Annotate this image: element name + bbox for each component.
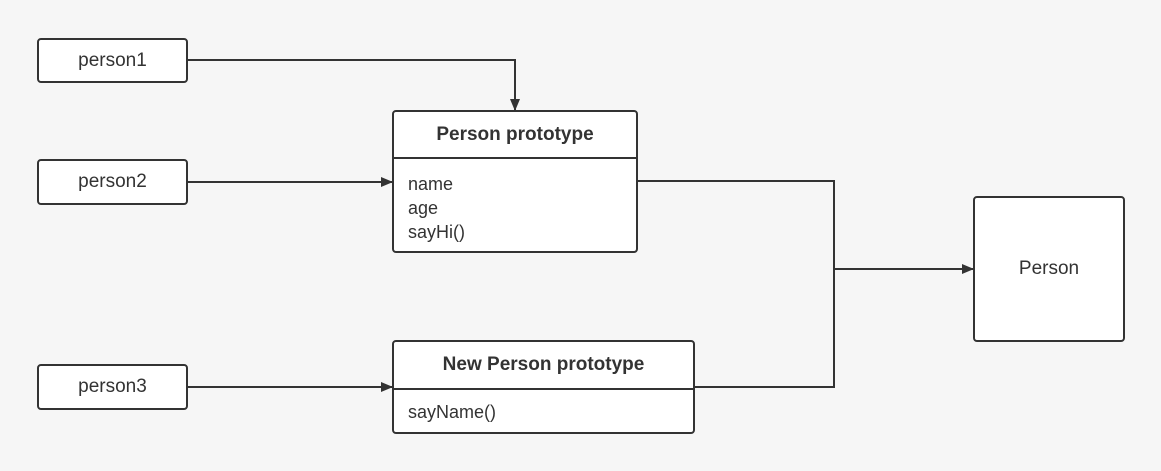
person-node[interactable]: Person (973, 196, 1125, 342)
member-sayname: sayName() (408, 402, 497, 422)
member-age: age (408, 198, 439, 218)
person-prototype-members: name age sayHi() (394, 159, 636, 244)
new-person-prototype-members: sayName() (394, 390, 693, 424)
person1-label: person1 (78, 49, 147, 71)
member-name: name (408, 174, 454, 194)
person2-node[interactable]: person2 (37, 159, 188, 205)
person1-node[interactable]: person1 (37, 38, 188, 83)
person3-node[interactable]: person3 (37, 364, 188, 410)
new-person-prototype-node[interactable]: New Person prototype sayName() (392, 340, 695, 434)
person-prototype-header: Person prototype (394, 112, 636, 159)
new-person-prototype-title: New Person prototype (442, 354, 645, 375)
arrow-person1-to-person-prototype (187, 59, 520, 111)
person-prototype-title: Person prototype (436, 123, 594, 145)
line-person-prototype-to-junction (637, 180, 835, 269)
person3-label: person3 (78, 376, 147, 397)
person2-label: person2 (78, 171, 147, 192)
person-label: Person (1018, 258, 1080, 279)
person-prototype-node[interactable]: Person prototype name age sayHi() (392, 110, 638, 253)
member-sayhi: sayHi() (408, 222, 465, 242)
line-new-person-prototype-to-junction (694, 269, 835, 388)
new-person-prototype-header: New Person prototype (394, 342, 693, 390)
